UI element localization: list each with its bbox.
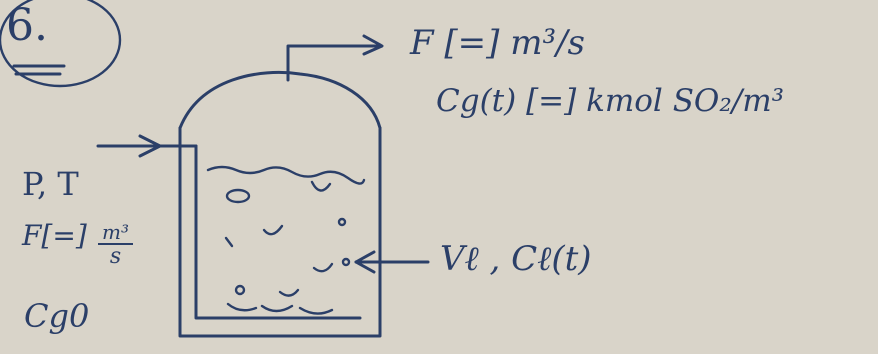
bubble bbox=[341, 257, 351, 267]
bubble bbox=[224, 236, 234, 248]
tank-dome bbox=[178, 70, 382, 130]
feed-rate-units: m³ s bbox=[98, 222, 133, 268]
bubble-row bbox=[226, 302, 334, 315]
liquid-label: Vℓ , Cℓ(t) bbox=[440, 239, 592, 279]
bubble bbox=[278, 288, 300, 297]
bubble bbox=[262, 224, 284, 236]
liquid-surface bbox=[206, 165, 366, 185]
bubble bbox=[310, 180, 332, 192]
tank-outer-wall bbox=[178, 126, 382, 338]
feed-units-denominator: s bbox=[109, 244, 122, 269]
bubble bbox=[225, 188, 251, 204]
inlet-gas-concentration-label: Cg0 bbox=[24, 297, 90, 335]
gas-concentration-label: Cg(t) [=] kmol SO₂/m³ bbox=[436, 83, 785, 119]
outlet-pipe bbox=[286, 44, 382, 82]
bubble bbox=[312, 262, 334, 273]
feed-rate-label: F[=] bbox=[22, 219, 87, 252]
bubble bbox=[337, 217, 347, 227]
bubble bbox=[234, 284, 246, 296]
inlet-conditions-label: P, T bbox=[22, 165, 79, 203]
problem-number: 6. bbox=[6, 0, 48, 51]
problem-number-underline bbox=[12, 64, 66, 76]
inlet-sparger-pipe bbox=[194, 144, 362, 320]
problem-number-circle bbox=[0, 0, 122, 88]
feed-units-numerator: m³ bbox=[98, 222, 133, 245]
outlet-arrowhead bbox=[362, 34, 384, 56]
liquid-pointer-arrowhead bbox=[354, 250, 376, 274]
gas-bubbles bbox=[224, 180, 351, 315]
inlet-arrowhead bbox=[138, 134, 162, 158]
outflow-label: F [=] m³/s bbox=[410, 23, 585, 63]
